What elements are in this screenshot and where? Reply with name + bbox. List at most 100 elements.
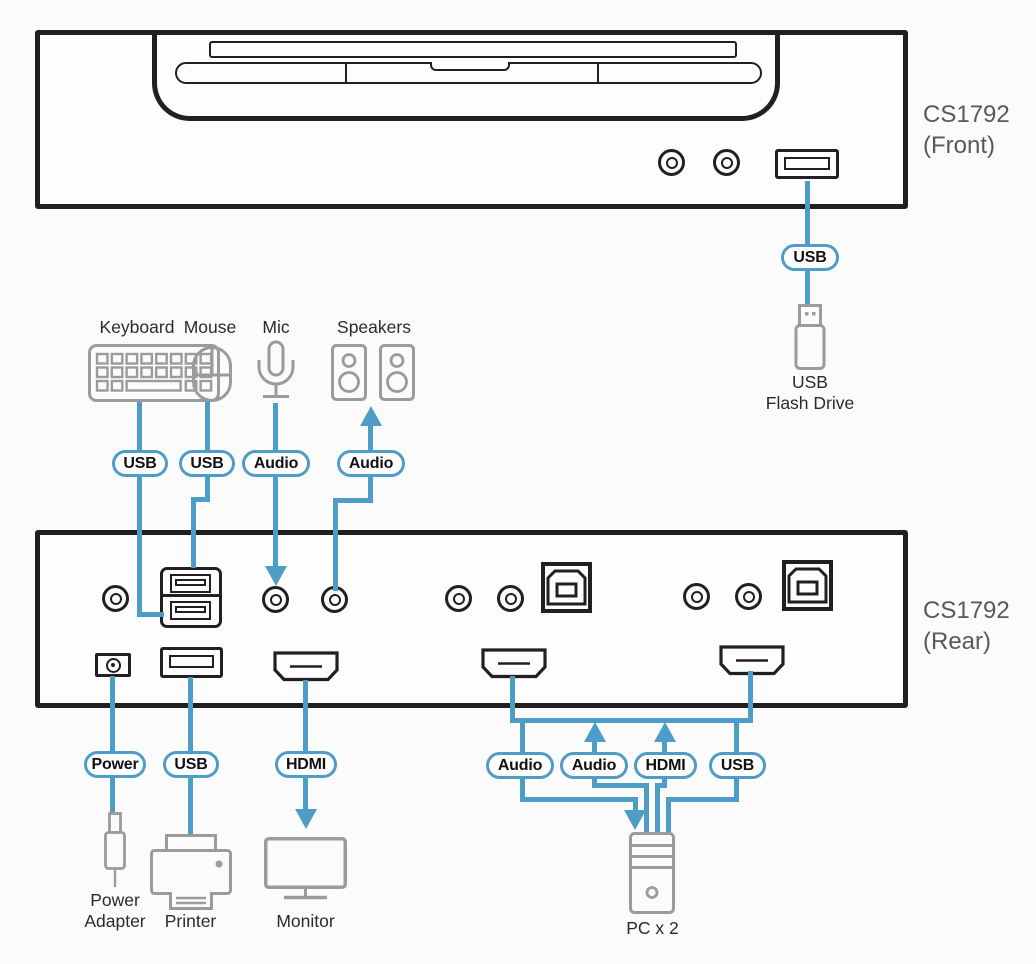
speakers-label: Speakers (337, 317, 411, 337)
pc-audio-in-pill: Audio (560, 752, 628, 779)
cable-pc-audio-in (644, 783, 649, 835)
pc-usb-pill: USB (709, 752, 766, 779)
cable-pc-audio-in (592, 776, 597, 788)
printer-usb-pill: USB (163, 751, 219, 778)
cable-speakers (333, 498, 338, 591)
pill-text: HDMI (285, 755, 327, 773)
rear-pc2-hdmi-port (719, 645, 785, 676)
cable-power (110, 676, 115, 816)
pc-label: PC x 2 (626, 918, 679, 938)
monitor-label: Monitor (276, 911, 335, 931)
rear-power-jack (95, 653, 131, 677)
rear-pc2-audio-jack (735, 583, 762, 610)
front-audio-jack-2 (713, 149, 740, 176)
pill-text: HDMI (645, 756, 686, 774)
bar-divider (345, 64, 347, 82)
bar-handle-notch (430, 62, 510, 71)
cable-mouse (191, 497, 210, 502)
pc-tower-icon (629, 832, 675, 914)
speaker-arrow-up-icon (360, 406, 382, 426)
rear-audio-jack-spare (102, 585, 129, 612)
rear-model-text: CS1792 (923, 597, 1010, 624)
cable-pc-audio-in (592, 783, 649, 788)
front-panel-handle-bar (175, 62, 762, 84)
mouse-usb-pill: USB (179, 450, 235, 477)
keyboard-usb-pill: USB (112, 450, 168, 477)
cable-pc-hdmi (655, 783, 667, 788)
front-panel-bay (152, 35, 780, 121)
pill-text: Power (91, 755, 139, 773)
front-usb-port (775, 149, 839, 179)
keyboard-icon (88, 344, 220, 402)
cable-monitor-hdmi (303, 680, 308, 812)
flash-label-line1: USB (792, 372, 828, 392)
front-audio-jack-1 (658, 149, 685, 176)
power-label-line1: Power (90, 890, 140, 910)
cable-pc-audio-in (592, 740, 597, 753)
printer-label: Printer (164, 911, 217, 931)
pc-audio-arrow-up-icon (584, 722, 606, 742)
mic-audio-pill: Audio (242, 450, 310, 477)
pill-text: Audio (253, 454, 299, 472)
power-label-line2: Adapter (84, 911, 146, 931)
cable-pc-bus (510, 718, 753, 723)
cable-pc-usb (666, 797, 671, 835)
rear-side-text: (Rear) (923, 628, 992, 655)
front-side-text: (Front) (923, 132, 995, 159)
rear-usb-keyboard-mouse-ports (160, 567, 222, 628)
power-adapter-icon (103, 812, 127, 888)
cable-pc2-trunk (748, 671, 753, 723)
usb-flash-drive-label: USB Flash Drive (745, 372, 875, 414)
microphone-icon (254, 340, 298, 404)
pill-text: Audio (571, 756, 617, 774)
rear-pc1-audio-jack (497, 585, 524, 612)
rear-pc2-mic-jack (683, 583, 710, 610)
pill-text: USB (793, 248, 827, 266)
cable-front-usb (805, 268, 810, 306)
cable-pc1-trunk (510, 676, 515, 723)
rear-usb-port-bottom (170, 601, 211, 620)
monitor-arrow-down-icon (295, 809, 317, 829)
rear-panel-label: CS1792 (Rear) (923, 595, 1035, 657)
flash-label-line2: Flash Drive (765, 393, 855, 413)
cable-pc-hdmi (655, 783, 660, 835)
mouse-label: Mouse (183, 317, 237, 337)
front-model-text: CS1792 (923, 101, 1010, 128)
rear-mic-jack (262, 586, 289, 613)
front-panel-label: CS1792 (Front) (923, 99, 1035, 161)
cable-pc-hdmi (662, 776, 667, 788)
cable-mouse (191, 497, 196, 568)
pc-audio-arrow-down-icon (624, 810, 646, 830)
rear-hdmi-console-port (273, 651, 339, 682)
pill-text: Audio (497, 756, 543, 774)
power-adapter-label: Power Adapter (70, 890, 160, 932)
pill-text: USB (190, 454, 224, 472)
rear-pc1-hdmi-port (481, 648, 547, 679)
rear-pc1-usb-b-port (541, 562, 592, 613)
rear-usb-port-top (170, 574, 211, 593)
mic-arrow-down-icon (265, 566, 287, 586)
pc-audio-out-pill: Audio (486, 752, 554, 779)
cable-keyboard (137, 612, 164, 617)
bar-divider (597, 64, 599, 82)
monitor-icon (264, 837, 347, 904)
cable-speakers (333, 498, 373, 503)
cable-pc-audio-out (520, 797, 638, 802)
pill-text: USB (720, 756, 755, 774)
rear-usb-peripheral-port (160, 647, 223, 678)
front-panel-lid-slot (209, 41, 737, 58)
usb-flash-drive-icon (788, 304, 832, 370)
mic-label: Mic (262, 317, 290, 337)
front-panel-device (35, 30, 908, 209)
monitor-hdmi-pill: HDMI (275, 751, 337, 778)
pc-hdmi-arrow-up-icon (654, 722, 676, 742)
front-usb-pill: USB (781, 244, 839, 271)
pc-hdmi-pill: HDMI (634, 752, 697, 779)
speakers-audio-pill: Audio (337, 450, 405, 477)
cable-pc-audio-out (633, 797, 638, 813)
speakers-icon (331, 344, 415, 401)
keyboard-label: Keyboard (99, 317, 175, 337)
power-pill: Power (84, 751, 146, 778)
rear-panel-device (35, 530, 908, 708)
cable-pc-hdmi (662, 740, 667, 753)
